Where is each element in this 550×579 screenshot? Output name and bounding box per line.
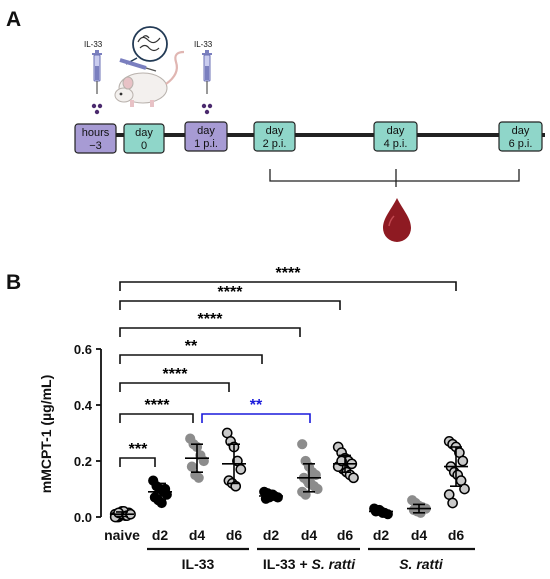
timeline-box-2: day 1 p.i. (184, 121, 228, 152)
significance-labels: *** **** **** ** **** **** **** ** (129, 265, 302, 458)
panel-b-label: B (6, 271, 21, 294)
data-point (113, 507, 124, 519)
timeline-box-5: day 6 p.i. (498, 121, 543, 152)
timeline-box-line1: day (197, 125, 215, 137)
sampling-bracket (269, 169, 520, 187)
category-label: d6 (448, 527, 465, 543)
data-point (459, 483, 470, 495)
category-label: d2 (152, 527, 169, 543)
data-point (447, 497, 458, 509)
timeline-box-1: day 0 (123, 123, 165, 154)
panel-a-label: A (6, 8, 21, 31)
significance-label: *** (129, 441, 148, 458)
timeline-box-line2: 0 (141, 140, 147, 152)
significance-label: **** (218, 284, 244, 301)
syringe-icon: IL-33 (194, 40, 213, 115)
data-point (348, 472, 359, 484)
timeline-box-line2: 1 p.i. (194, 138, 218, 150)
significance-brackets (119, 281, 457, 467)
group-label-sratti: S. ratti (399, 556, 444, 572)
timeline-box-0: hours −3 (74, 123, 117, 154)
y-tick-label: 0.4 (74, 398, 93, 413)
significance-label: **** (145, 397, 171, 414)
injection-label: IL-33 (194, 40, 213, 49)
timeline-box-line1: day (135, 127, 153, 139)
category-label: d2 (263, 527, 280, 543)
category-label: d4 (411, 527, 428, 543)
blood-drop-icon (383, 198, 411, 242)
larvae-icon (125, 26, 168, 65)
timeline-box-line2: 4 p.i. (384, 138, 408, 150)
syringe-icon: IL-33 (84, 40, 103, 115)
syringe-icon (119, 58, 157, 72)
significance-label: **** (276, 265, 302, 282)
y-axis: 0.0 0.2 0.4 0.6 (74, 342, 102, 525)
group-label-il33-sratti: IL-33 + S. ratti (263, 556, 356, 572)
injection-label: IL-33 (84, 40, 103, 49)
timeline-box-4: day 4 p.i. (373, 121, 418, 152)
y-tick-label: 0.0 (74, 510, 92, 525)
x-category-labels: naive d2 d4 d6 d2 d4 d6 d2 d4 d6 (104, 527, 464, 543)
category-label: d6 (226, 527, 243, 543)
timeline-box-line1: hours (82, 127, 110, 139)
mouse-icon (114, 50, 185, 107)
data-point (297, 439, 308, 450)
group-labels: IL-33 IL-33 + S. ratti S. ratti (147, 547, 475, 572)
significance-label: **** (163, 366, 189, 383)
timeline-box-line2: 6 p.i. (509, 138, 533, 150)
timeline-box-line1: day (512, 125, 530, 137)
data-points (109, 427, 470, 523)
timeline-box-line1: day (266, 125, 284, 137)
data-point (457, 455, 469, 467)
data-point (186, 461, 197, 472)
significance-label: ** (185, 338, 198, 355)
timeline-box-line2: −3 (89, 140, 102, 152)
y-tick-label: 0.6 (74, 342, 92, 357)
data-point (312, 483, 323, 495)
data-point (235, 464, 247, 475)
timeline-box-3: day 2 p.i. (253, 121, 296, 152)
y-axis-title: mMCPT-1 (µg/mL) (38, 375, 54, 494)
category-label: naive (104, 527, 140, 543)
timeline-box-line1: day (387, 125, 405, 137)
significance-label: ** (250, 397, 263, 414)
category-label: d4 (301, 527, 318, 543)
significance-label: **** (198, 311, 224, 328)
data-point (193, 472, 204, 483)
timeline-box-line2: 2 p.i. (263, 138, 287, 150)
y-tick-label: 0.2 (74, 454, 92, 469)
category-label: d2 (373, 527, 390, 543)
category-label: d6 (337, 527, 354, 543)
category-label: d4 (189, 527, 206, 543)
group-label-il33: IL-33 (182, 556, 215, 572)
